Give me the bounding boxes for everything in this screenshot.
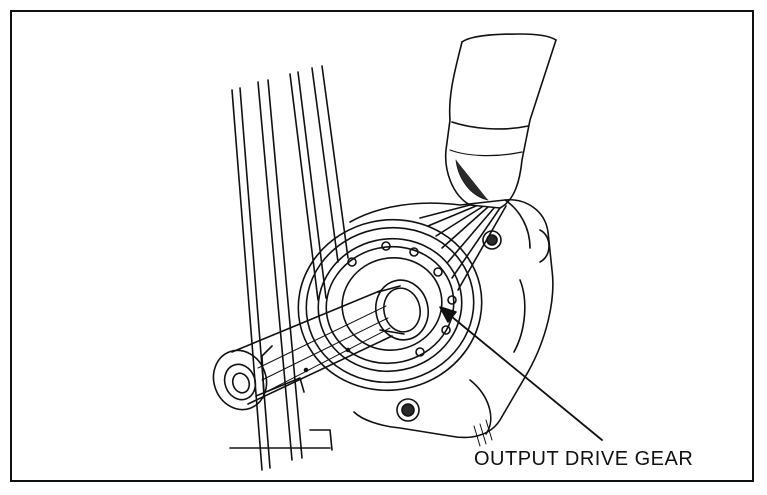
- bearing-rings: [297, 218, 483, 392]
- support-rails: [229, 65, 349, 471]
- hand-tool: [419, 33, 557, 291]
- output-drive-gear-label: OUTPUT DRIVE GEAR: [474, 448, 694, 470]
- callout-leader: [439, 306, 603, 441]
- output-drive-gear: [375, 279, 429, 341]
- transmission-housing: [349, 199, 554, 447]
- output-shaft: [212, 289, 393, 411]
